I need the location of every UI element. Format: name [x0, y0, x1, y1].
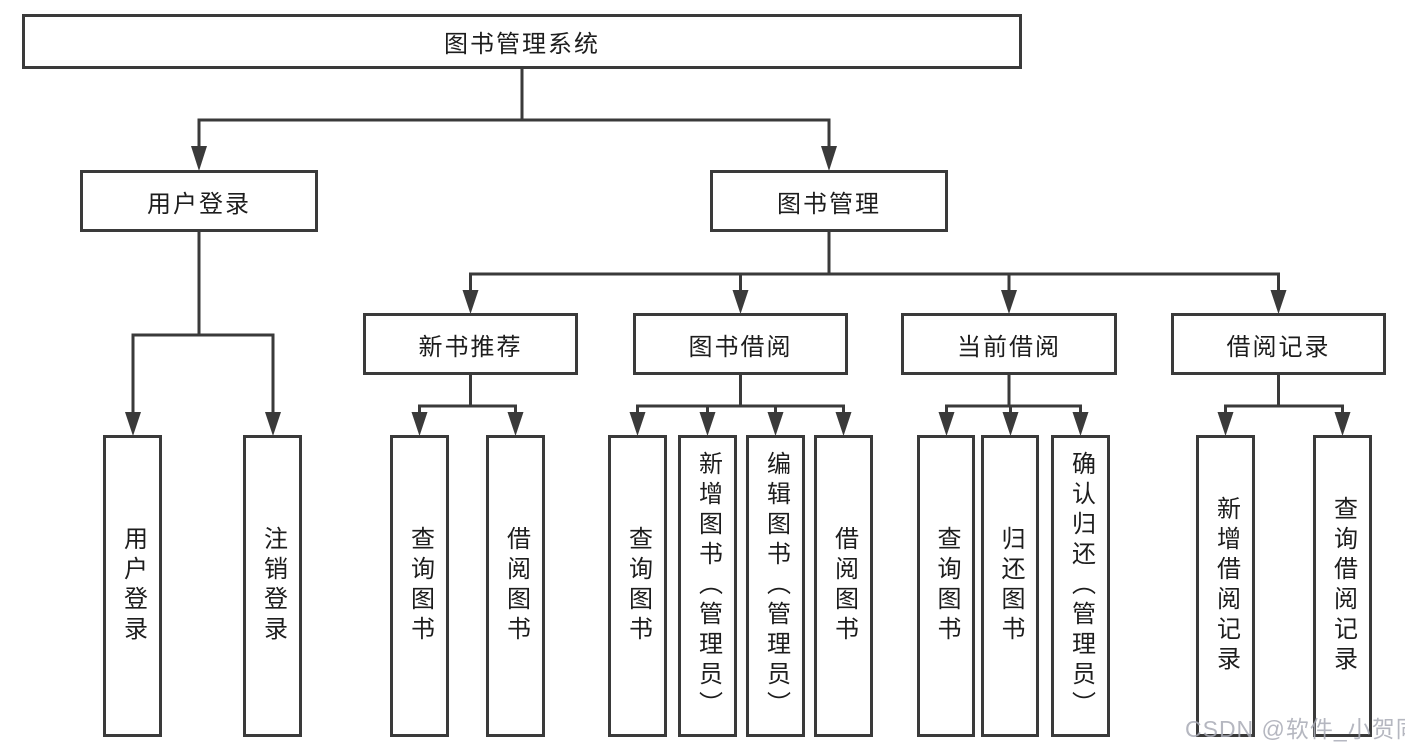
leaf-label: 查询借阅记录 [1329, 496, 1357, 676]
leaf-label: 用户登录 [119, 526, 147, 646]
leaf-add-books-admin: 新增图书（管理员） [678, 435, 737, 737]
node-book-borrowing: 图书借阅 [633, 313, 848, 375]
node-book-management: 图书管理 [710, 170, 948, 232]
node-current-borrowing: 当前借阅 [901, 313, 1117, 375]
leaf-logout: 注销登录 [243, 435, 302, 737]
leaf-label: 查询图书 [624, 526, 652, 646]
leaf-return-books: 归还图书 [981, 435, 1039, 737]
node-borrowing-records: 借阅记录 [1171, 313, 1386, 375]
leaf-edit-books-admin: 编辑图书（管理员） [746, 435, 805, 737]
leaf-label: 确认归还（管理员） [1067, 451, 1095, 721]
leaf-query-books-2: 查询图书 [608, 435, 667, 737]
leaf-label: 借阅图书 [502, 526, 530, 646]
leaf-borrow-books-1: 借阅图书 [486, 435, 545, 737]
leaf-user-login: 用户登录 [103, 435, 162, 737]
leaf-add-borrow-record: 新增借阅记录 [1196, 435, 1255, 737]
node-user-login: 用户登录 [80, 170, 318, 232]
leaf-label: 查询图书 [933, 526, 960, 646]
leaf-query-books-3: 查询图书 [917, 435, 975, 737]
leaf-label: 借阅图书 [830, 526, 858, 646]
leaf-query-books-1: 查询图书 [390, 435, 449, 737]
leaf-borrow-books-2: 借阅图书 [814, 435, 873, 737]
node-new-book-recommendation: 新书推荐 [363, 313, 578, 375]
node-root: 图书管理系统 [22, 14, 1022, 69]
leaf-label: 新增图书（管理员） [694, 451, 722, 721]
leaf-label: 注销登录 [259, 526, 287, 646]
csdn-watermark: CSDN @软件_小贺同学 [1185, 716, 1405, 742]
leaf-label: 归还图书 [997, 526, 1024, 646]
leaf-query-borrow-record: 查询借阅记录 [1313, 435, 1372, 737]
leaf-confirm-return-admin: 确认归还（管理员） [1051, 435, 1110, 737]
leaf-label: 查询图书 [406, 526, 434, 646]
arrowheads [125, 146, 1351, 436]
leaf-label: 新增借阅记录 [1212, 496, 1240, 676]
leaf-label: 编辑图书（管理员） [762, 451, 790, 721]
